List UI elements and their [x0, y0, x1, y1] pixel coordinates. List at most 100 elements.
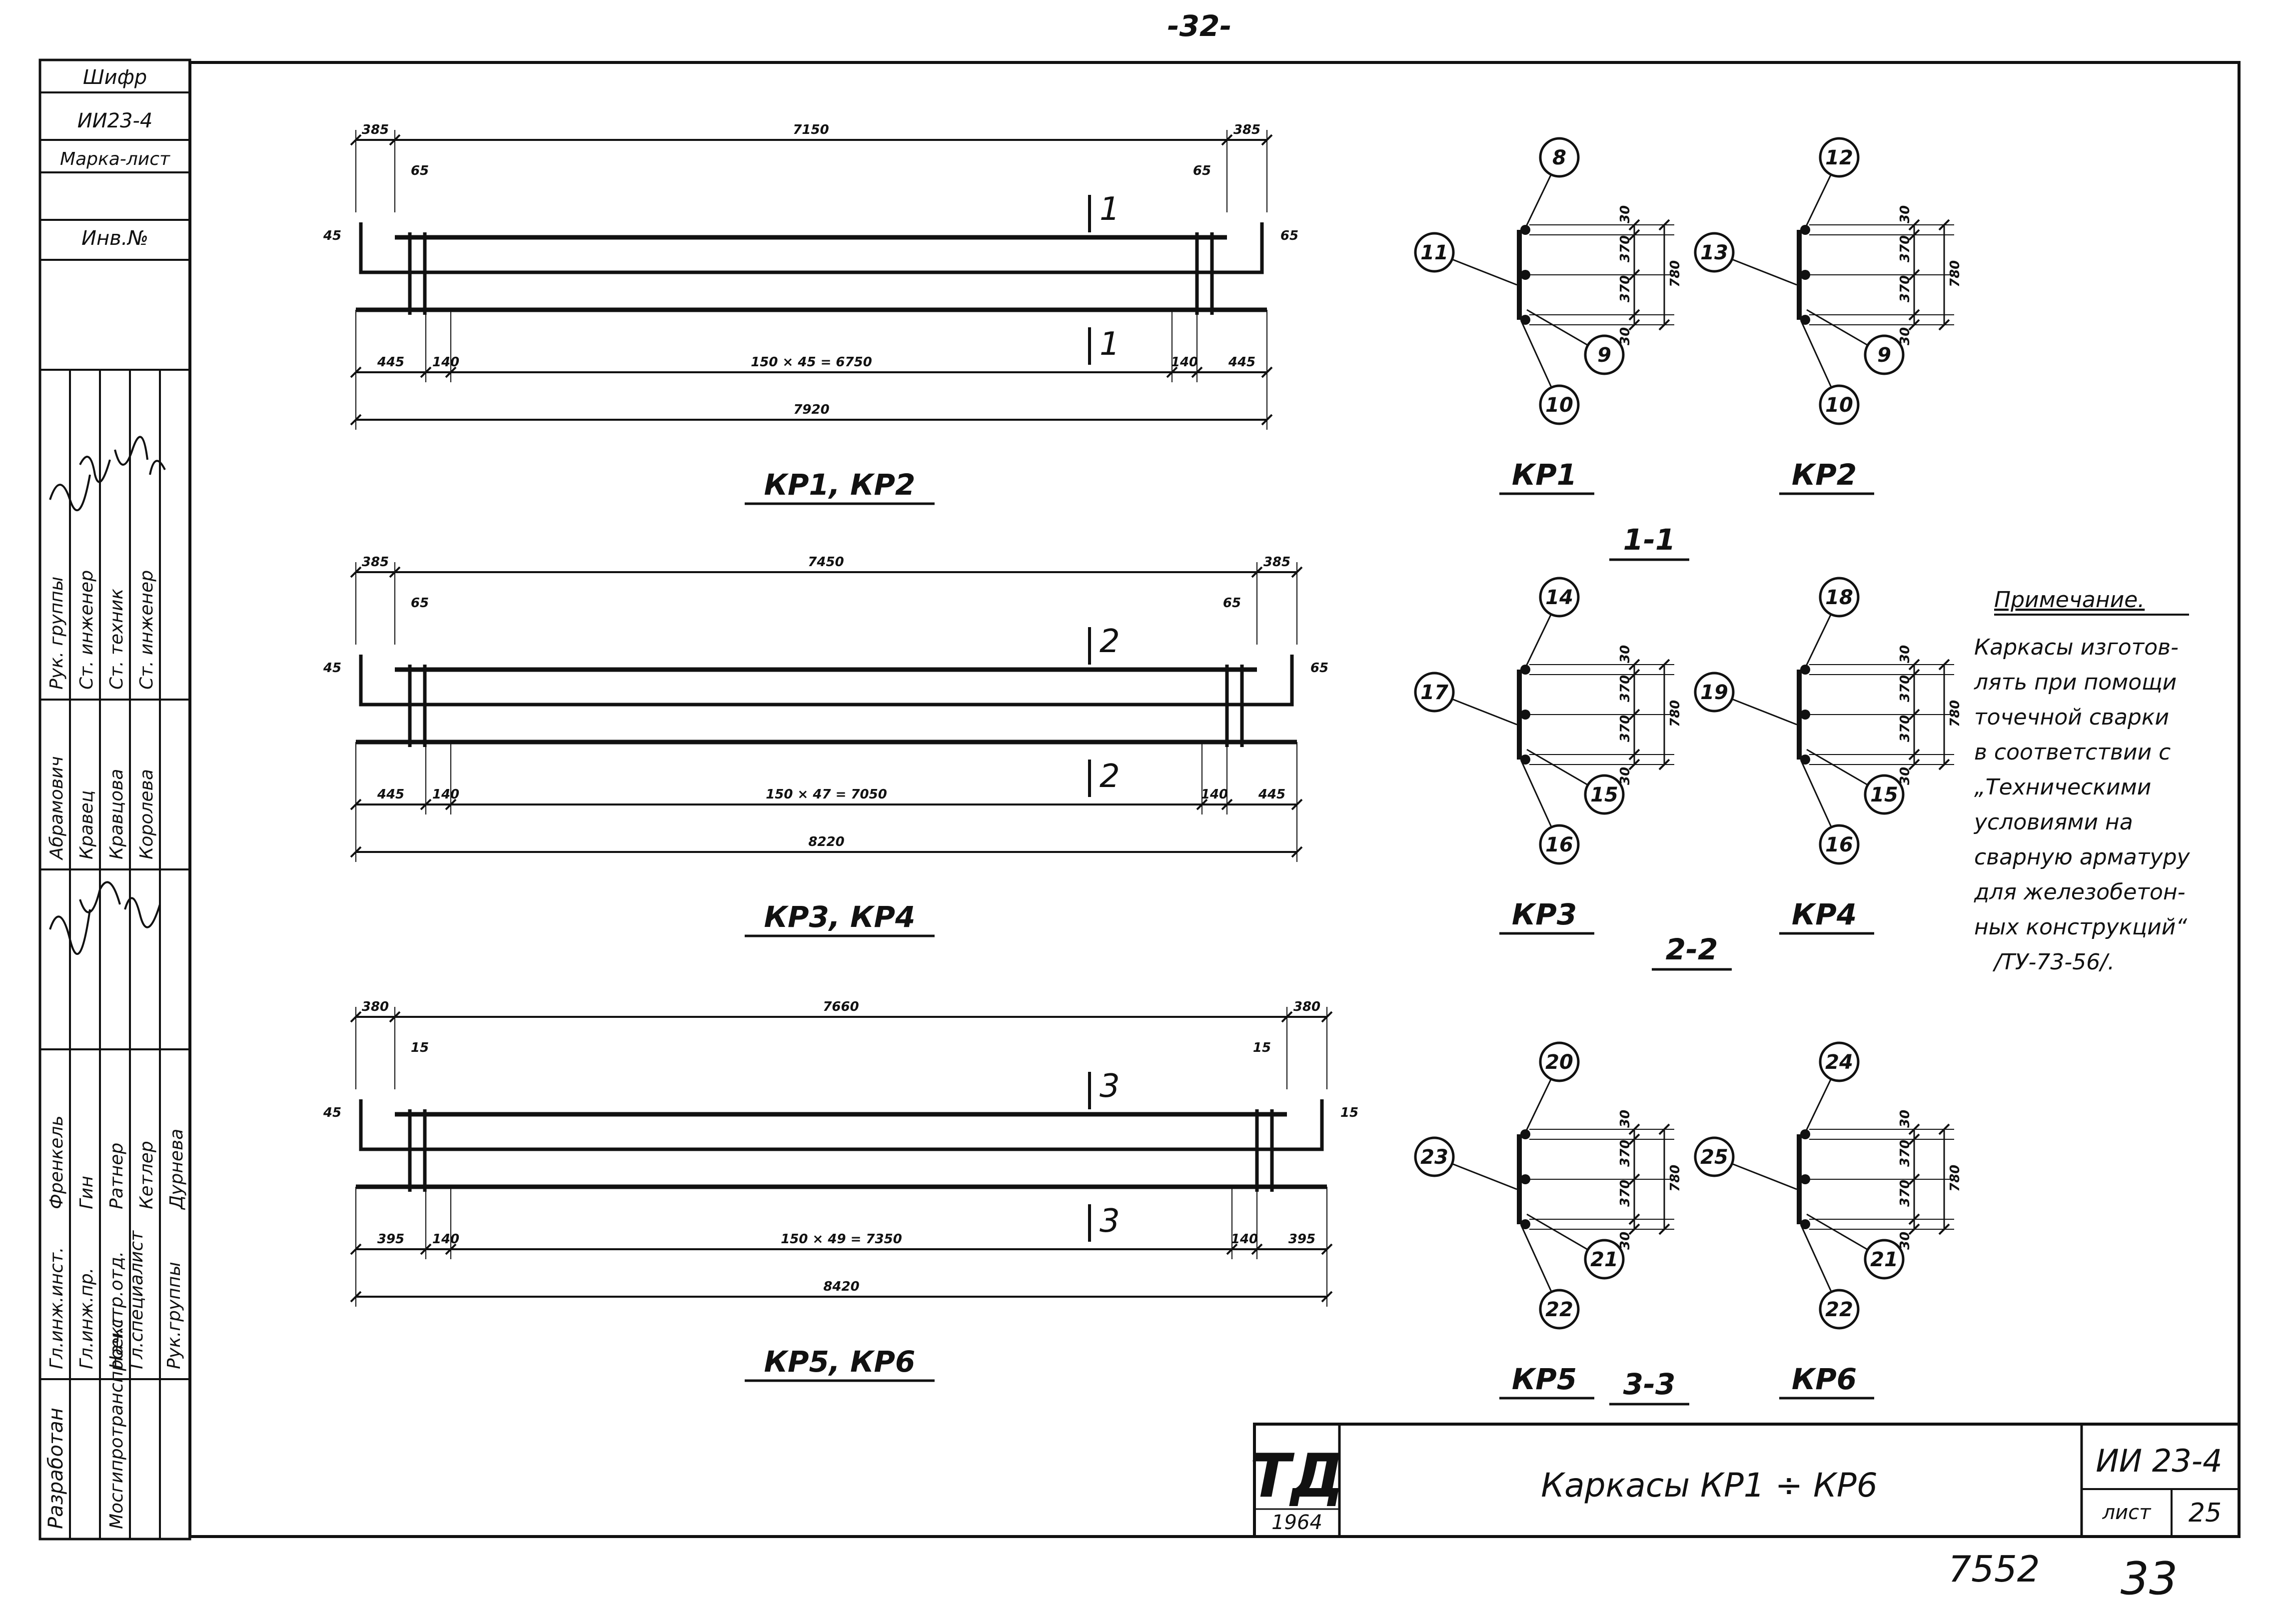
- dimension-label: 370: [1618, 1180, 1633, 1207]
- position-number: 18: [1825, 586, 1853, 609]
- position-bubble: [1819, 577, 1860, 618]
- stamp-person-role: Гл.специалист: [126, 1230, 147, 1369]
- dimension-tick: [1908, 219, 1920, 231]
- middle-rebar: [359, 1099, 1324, 1151]
- section-cut-label: 3: [1100, 1068, 1120, 1105]
- dimension-label: 780: [1668, 260, 1683, 287]
- dimension-tick: [1658, 1123, 1670, 1135]
- stamp-person-name: Френкель: [46, 1115, 67, 1209]
- middle-rebar: [359, 222, 1264, 274]
- dimension-label: 30: [1618, 1232, 1633, 1250]
- dimension-label: 15: [411, 1040, 429, 1055]
- dimension-tick: [1628, 669, 1640, 681]
- signature-icon: [49, 436, 166, 512]
- dimension-tick: [1908, 1173, 1920, 1185]
- note-line: лять при помощи: [1974, 670, 2177, 695]
- stamp-person-role: Гл.инж.инст.: [46, 1247, 67, 1369]
- drawing-code: ИИ 23-4: [2096, 1443, 2222, 1479]
- dimension-tick: [1908, 309, 1920, 321]
- rebar-dot: [1520, 1219, 1530, 1229]
- section-title: 1-1: [1623, 523, 1676, 557]
- td-logo: ТД: [1250, 1442, 1344, 1511]
- position-bubble: [1694, 232, 1735, 273]
- dimension-label: 370: [1618, 715, 1633, 742]
- note-line: в соответствии с: [1974, 740, 2171, 765]
- dimension-tick: [1628, 319, 1640, 331]
- dimension-label: 370: [1618, 1140, 1633, 1167]
- rebar-dot: [1520, 270, 1530, 280]
- stamp-person-role: Рук. группы: [46, 577, 67, 690]
- dimension-label: 150 × 45 = 6750: [751, 355, 872, 370]
- dimension-tick: [1628, 269, 1640, 281]
- position-bubble: [1539, 824, 1580, 865]
- dimension-label: 385: [1233, 122, 1260, 137]
- position-number: 15: [1590, 784, 1618, 806]
- section-title: 3-3: [1623, 1367, 1676, 1401]
- stamp-person-name: Королева: [136, 769, 157, 859]
- dimension-label: 65: [1223, 596, 1241, 611]
- position-number: 11: [1420, 241, 1448, 264]
- dimension-tick: [1628, 1223, 1640, 1235]
- dimension-label: 45: [323, 228, 341, 243]
- dimension-label: 140: [432, 355, 459, 370]
- dimension-label: 445: [377, 355, 404, 370]
- dimension-tick: [1628, 229, 1640, 241]
- section-title: 2-2: [1666, 932, 1718, 966]
- dimension-tick: [1938, 1123, 1950, 1135]
- dimension-tick: [1658, 759, 1670, 771]
- dimension-label: 370: [1618, 275, 1633, 302]
- position-bubble: [1539, 137, 1580, 178]
- dimension-tick: [1938, 319, 1950, 331]
- position-bubble: [1539, 384, 1580, 425]
- position-number: 9: [1877, 344, 1891, 367]
- rebar-dot: [1800, 315, 1810, 325]
- dimension-tick: [1658, 1223, 1670, 1235]
- note-line: точечной сварки: [1974, 705, 2169, 730]
- dimension-tick: [1938, 219, 1950, 231]
- stamp-person-name: Абрамович: [46, 756, 67, 860]
- dimension-label: 7920: [793, 402, 829, 417]
- dimension-label: 65: [1193, 163, 1211, 178]
- stamp-person-role: Ст. инженер: [136, 570, 157, 690]
- dimension-label: 15: [1340, 1105, 1358, 1120]
- dimension-tick: [1908, 709, 1920, 721]
- dimension-label: 45: [323, 661, 341, 676]
- dimension-label: 445: [1228, 355, 1255, 370]
- dimension-label: 150 × 47 = 7050: [766, 787, 887, 802]
- stamp-person-role: Ст. инженер: [76, 570, 97, 690]
- sheet-mark-label: Марка-лист: [60, 149, 170, 169]
- dimension-label: 370: [1898, 715, 1913, 742]
- section-item-label: КР4: [1792, 897, 1857, 931]
- dimension-label: 385: [1263, 555, 1290, 570]
- note-block: Примечание. Каркасы изготов- лять при по…: [1973, 587, 2190, 975]
- position-bubble: [1539, 1041, 1580, 1082]
- dimension-label: 140: [1171, 355, 1198, 370]
- position-number: 25: [1700, 1146, 1728, 1169]
- page-number: -32-: [1167, 9, 1232, 43]
- dimension-tick: [1938, 659, 1950, 671]
- position-bubble: [1414, 672, 1455, 713]
- dimension-label: 445: [377, 787, 404, 802]
- dimension-label: 385: [362, 555, 389, 570]
- dimension-label: 150 × 49 = 7350: [781, 1232, 902, 1247]
- dimension-label: 370: [1898, 1140, 1913, 1167]
- page-number-bottom: 33: [2121, 1553, 2178, 1605]
- side-stamp: Шифр ИИ23-4 Марка-лист Инв.№ Рук. группы…: [38, 58, 191, 1541]
- section-cut-label: 2: [1100, 623, 1120, 660]
- dimension-label: 140: [432, 1232, 459, 1247]
- title-block: ТД 1964 Каркасы КР1 ÷ КР6 ИИ 23-4 лист 2…: [1250, 1423, 2241, 1538]
- position-number: 19: [1700, 681, 1728, 704]
- dimension-label: 370: [1898, 275, 1913, 302]
- dimension-tick: [1908, 749, 1920, 761]
- dimension-label: 780: [1668, 1165, 1683, 1192]
- section-item-label: КР5: [1512, 1362, 1577, 1396]
- position-bubble: [1819, 384, 1860, 425]
- dimension-label: 30: [1898, 1110, 1913, 1128]
- position-number: 15: [1870, 784, 1898, 806]
